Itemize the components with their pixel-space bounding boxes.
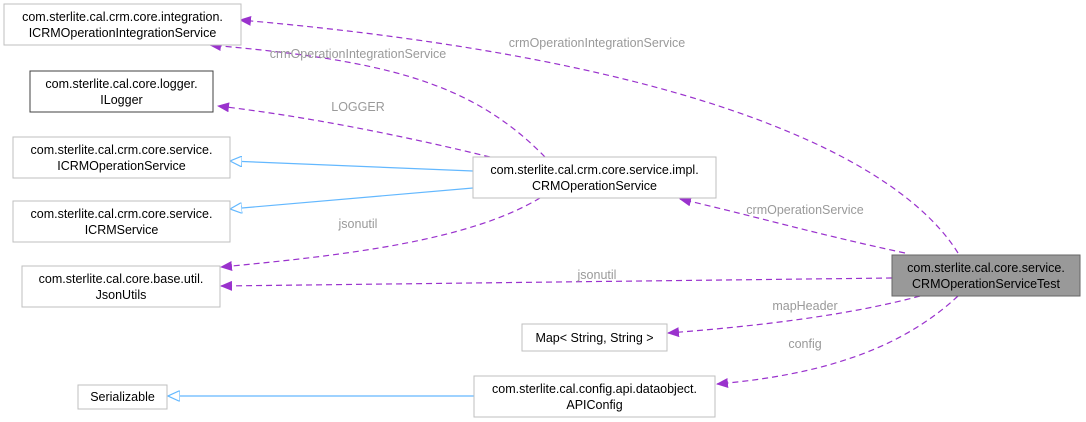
node-crm-operation-service-impl-package: com.sterlite.cal.crm.core.service.impl. — [490, 163, 698, 177]
node-serializable-name: Serializable — [90, 390, 155, 404]
edge-label-config: config — [788, 337, 821, 351]
node-logger[interactable]: com.sterlite.cal.core.logger. ILogger — [29, 70, 214, 113]
node-service-test-name: CRMOperationServiceTest — [912, 277, 1060, 291]
node-map-string-name: Map< String, String > — [535, 331, 653, 345]
node-icrm-operation-service-package: com.sterlite.cal.crm.core.service. — [31, 143, 213, 157]
edge-label-crm-operation-service: crmOperationService — [746, 203, 863, 217]
edge-test-to-impl — [679, 196, 906, 254]
node-service-test[interactable]: com.sterlite.cal.core.service. CRMOperat… — [891, 254, 1081, 297]
node-integration-service-name: ICRMOperationIntegrationService — [29, 26, 217, 40]
edge-label-test-integration: crmOperationIntegrationService — [509, 36, 686, 50]
node-logger-name: ILogger — [100, 93, 142, 107]
edges — [168, 15, 959, 396]
edge-test-to-integration-service — [239, 15, 959, 254]
node-service-test-package: com.sterlite.cal.core.service. — [907, 261, 1065, 275]
node-icrm-service[interactable]: com.sterlite.cal.crm.core.service. ICRMS… — [12, 200, 231, 243]
node-crm-operation-service-impl-name: CRMOperationService — [532, 179, 657, 193]
edge-label-test-jsonutil: jsonutil — [577, 268, 617, 282]
node-api-config-name: APIConfig — [566, 398, 622, 412]
edge-impl-to-icrm-service — [230, 187, 474, 209]
node-icrm-operation-service[interactable]: com.sterlite.cal.crm.core.service. ICRMO… — [12, 136, 231, 179]
node-crm-operation-service-impl[interactable]: com.sterlite.cal.crm.core.service.impl. … — [472, 156, 717, 199]
node-json-utils[interactable]: com.sterlite.cal.core.base.util. JsonUti… — [21, 265, 221, 308]
edge-labels: crmOperationIntegrationService crmOperat… — [270, 36, 864, 351]
edge-label-logger: LOGGER — [331, 100, 385, 114]
edge-label-impl-jsonutil: jsonutil — [338, 217, 378, 231]
node-integration-service[interactable]: com.sterlite.cal.crm.core.integration. I… — [3, 3, 242, 46]
edge-test-to-map — [667, 295, 921, 338]
node-icrm-service-package: com.sterlite.cal.crm.core.service. — [31, 207, 213, 221]
edge-impl-to-jsonutils — [220, 197, 541, 271]
node-json-utils-name: JsonUtils — [96, 288, 147, 302]
node-serializable[interactable]: Serializable — [77, 384, 168, 410]
edge-test-to-jsonutils — [220, 277, 893, 291]
node-integration-service-package: com.sterlite.cal.crm.core.integration. — [22, 10, 223, 24]
node-api-config-package: com.sterlite.cal.config.api.dataobject. — [492, 382, 697, 396]
node-icrm-service-name: ICRMService — [85, 223, 159, 237]
edge-impl-to-integration-service — [209, 40, 546, 158]
edge-label-map-header: mapHeader — [772, 299, 837, 313]
node-api-config[interactable]: com.sterlite.cal.config.api.dataobject. … — [473, 375, 716, 418]
node-icrm-operation-service-name: ICRMOperationService — [57, 159, 186, 173]
edge-test-to-apiconfig — [716, 295, 959, 389]
node-map-string[interactable]: Map< String, String > — [521, 323, 668, 352]
edge-impl-to-icrm-operation-service — [230, 161, 474, 172]
node-json-utils-package: com.sterlite.cal.core.base.util. — [39, 272, 204, 286]
edge-label-impl-integration: crmOperationIntegrationService — [270, 47, 447, 61]
node-logger-package: com.sterlite.cal.core.logger. — [45, 77, 197, 91]
